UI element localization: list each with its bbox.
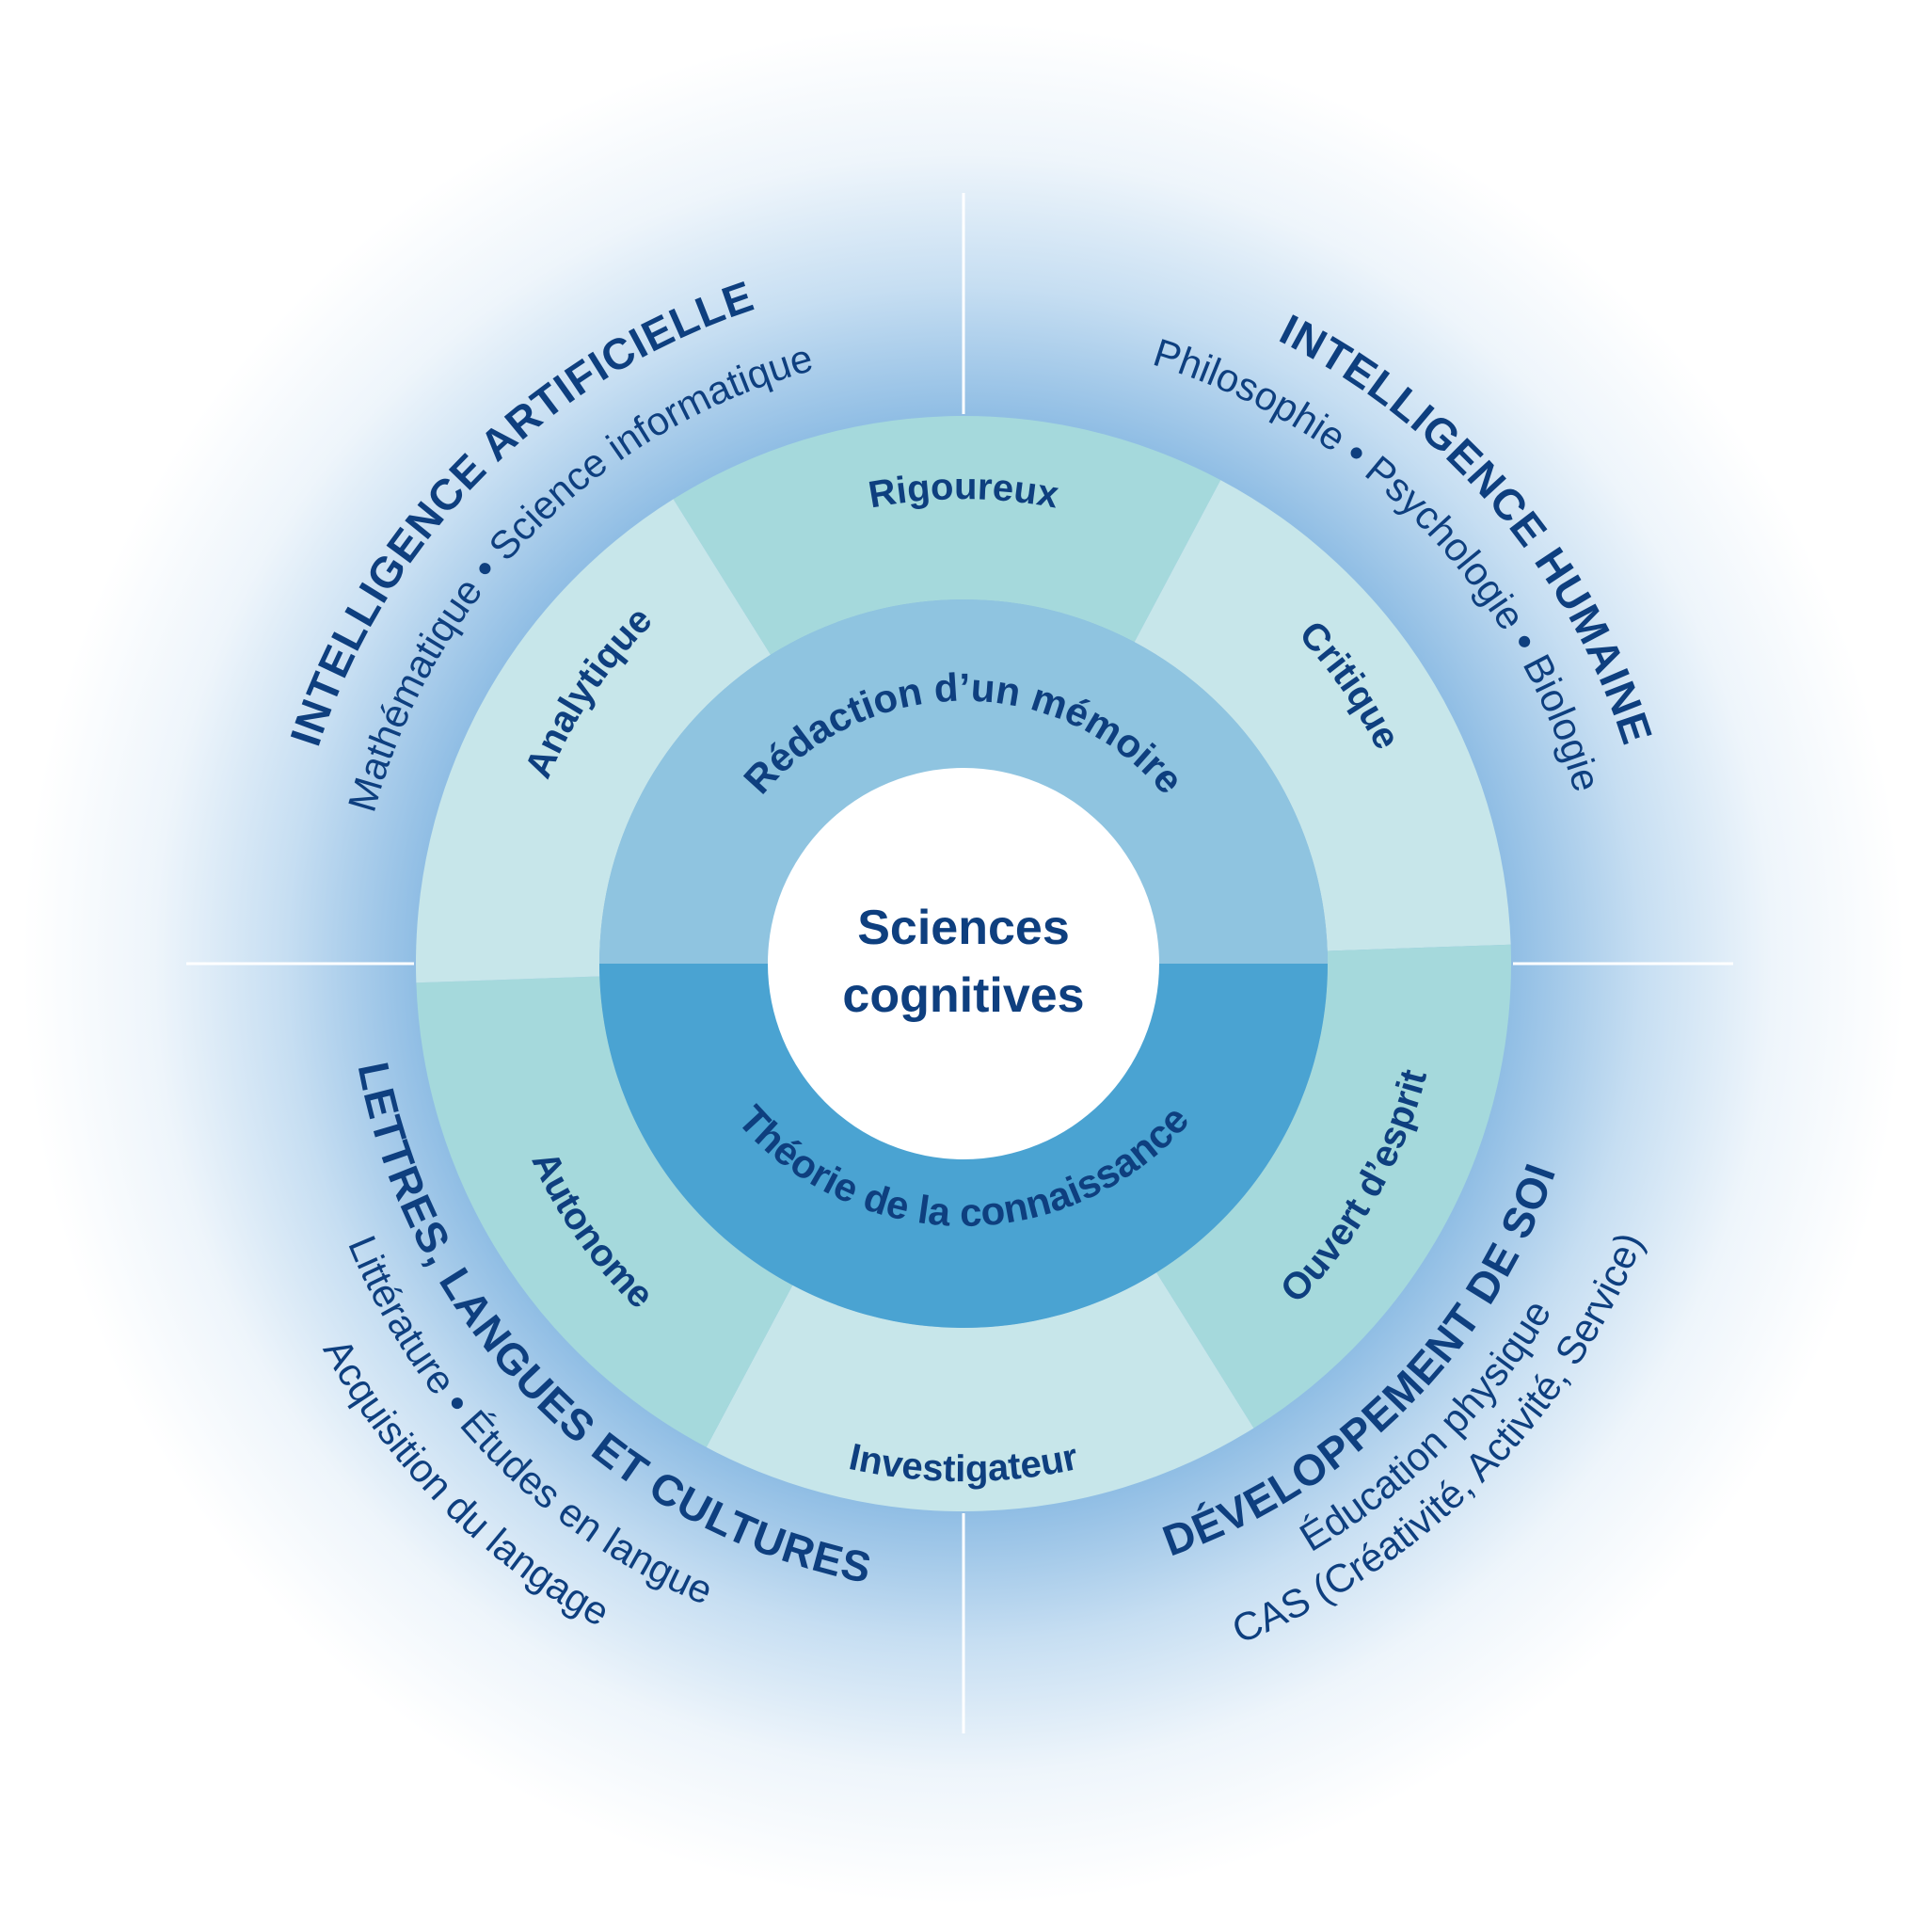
- trait-ring: [416, 416, 1511, 1511]
- center-title-line2: cognitives: [842, 968, 1084, 1023]
- trait-sector-ouvert-esprit: [1156, 944, 1511, 1429]
- center-title-line1: Sciences: [857, 901, 1070, 955]
- trait-sector-critique: [1134, 480, 1511, 951]
- trait-sector-investigateur: [706, 1272, 1254, 1511]
- trait-sector-rigoureux: [673, 416, 1221, 655]
- trait-sector-autonome: [416, 976, 793, 1447]
- center-circle: [768, 768, 1159, 1159]
- trait-sector-analytique: [416, 499, 771, 983]
